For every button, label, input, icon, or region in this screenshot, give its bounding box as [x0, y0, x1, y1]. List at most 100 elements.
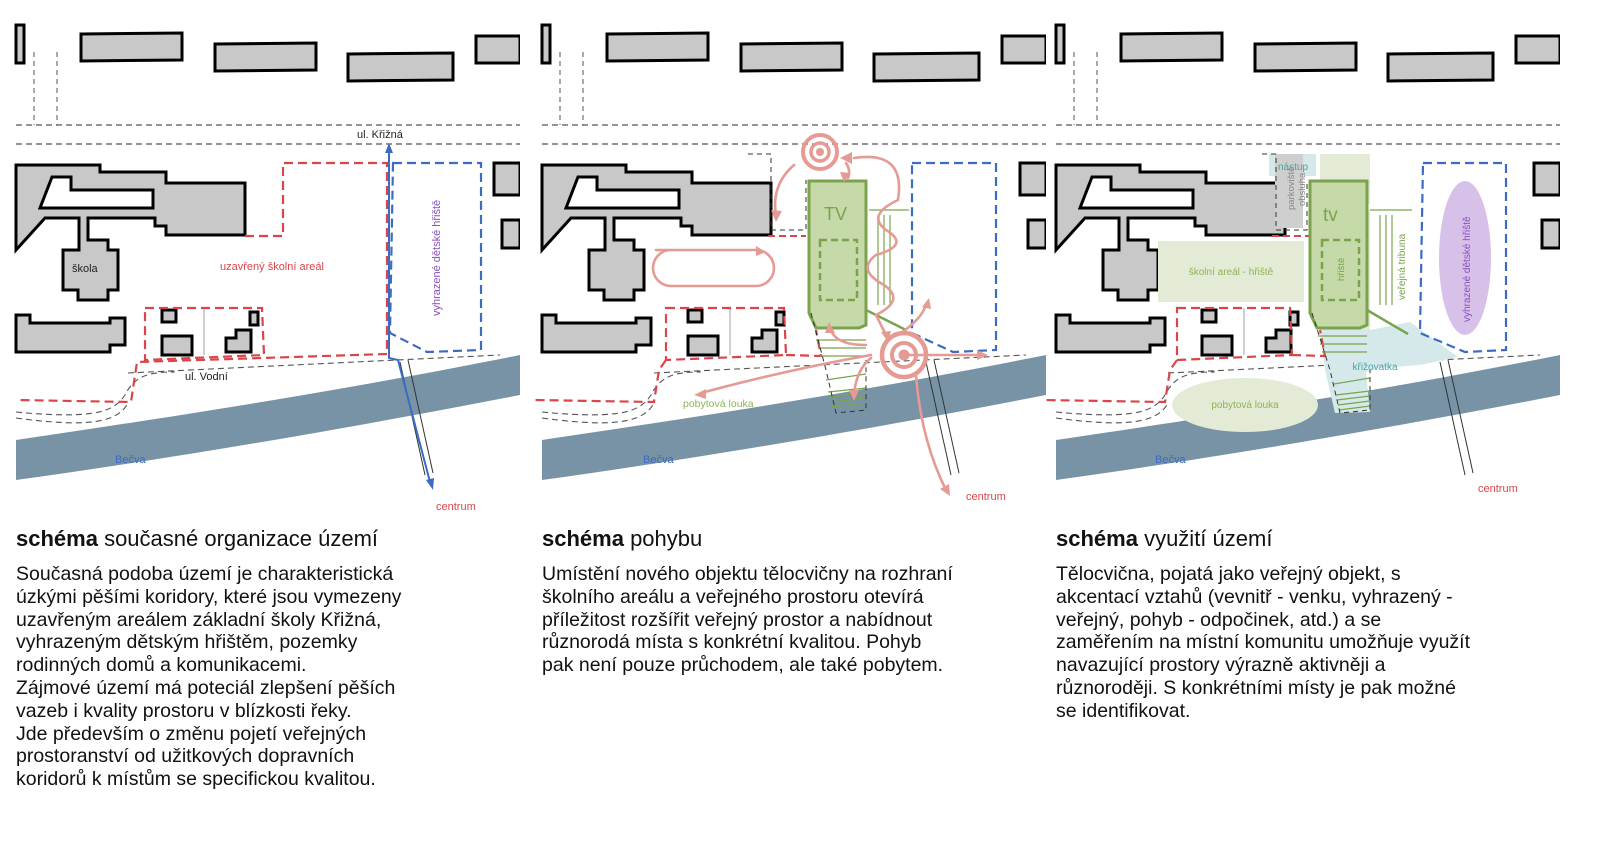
- steps-outline: [810, 312, 867, 414]
- label-river: Bečva: [115, 454, 146, 466]
- label-school: škola: [72, 263, 99, 275]
- building: [605, 31, 710, 63]
- building: [1119, 31, 1224, 63]
- building: [79, 31, 184, 63]
- lane-west: [1073, 52, 1098, 125]
- arrow-head-icon: [756, 246, 766, 256]
- label-centre: centrum: [436, 501, 476, 513]
- building: [492, 161, 520, 197]
- caption-title-bold: schéma: [16, 526, 98, 551]
- caption-body: Současná podoba území je charakteristick…: [16, 563, 402, 791]
- street-vodni-south: [15, 402, 129, 424]
- school-annex: [540, 313, 653, 354]
- building: [1386, 51, 1495, 83]
- caption-title-rest: pohybu: [623, 526, 703, 551]
- base-map: [14, 23, 520, 480]
- lane-west: [33, 52, 58, 125]
- building: [1514, 34, 1560, 65]
- house: [750, 328, 779, 354]
- family-houses-boundary: [143, 306, 266, 362]
- label-school-playground: školní areál - hřiště: [1189, 267, 1274, 278]
- arrow-head-icon: [922, 298, 931, 309]
- arrow-path: [844, 161, 851, 180]
- caption-title-bold: schéma: [1056, 526, 1138, 551]
- caption-title-rest: současné organizace území: [97, 526, 379, 551]
- panel-land-use: tv hřiště nástup parkoviště: [1040, 0, 1560, 852]
- building: [500, 218, 520, 250]
- arrow-head-icon: [694, 389, 706, 399]
- label-closed-school-area: uzavřený školní areál: [220, 261, 324, 273]
- building: [540, 23, 552, 65]
- building: [474, 34, 520, 65]
- arrow-head-icon: [771, 210, 782, 222]
- caption: schéma využití území Tělocvična, pojatá …: [1056, 525, 1546, 723]
- label-centre: centrum: [966, 491, 1006, 503]
- label-entry: nástup: [1278, 162, 1308, 173]
- street-vodni: [15, 354, 501, 416]
- arrow-head-north-icon: [385, 143, 393, 153]
- caption-title-bold: schéma: [542, 526, 624, 551]
- zone-parking: [1275, 154, 1303, 228]
- arrow-head-icon: [977, 350, 988, 360]
- street-vodni-south: [1055, 402, 1169, 424]
- house: [1264, 328, 1293, 354]
- caption-body: Umístění nového objektu tělocvičny na ro…: [542, 563, 953, 677]
- gym-building: [1308, 179, 1369, 330]
- label-crossroads: křižovatka: [1352, 362, 1397, 373]
- site-plan-svg: TV: [533, 23, 1046, 503]
- label-river: Bečva: [643, 454, 674, 466]
- house: [1200, 334, 1234, 357]
- steps-outline: [1311, 312, 1371, 414]
- arrow-head-icon: [840, 172, 851, 182]
- zone-reserved-playground: [1439, 181, 1491, 335]
- label-meadow: pobytová louka: [683, 398, 754, 410]
- lane-west: [559, 52, 584, 125]
- panel-movement: TV: [526, 0, 1046, 852]
- arrow-head-icon: [840, 152, 852, 164]
- label-meadow: pobytová louka: [1211, 400, 1279, 411]
- caption-title: schéma současné organizace území: [16, 525, 506, 553]
- street-vodni: [541, 354, 1027, 416]
- building: [1026, 218, 1046, 250]
- gym-inner-court: [818, 238, 859, 302]
- base-map: [540, 23, 1046, 480]
- arrow-path: [829, 328, 868, 347]
- house: [686, 308, 704, 324]
- building: [1054, 23, 1066, 65]
- footbridge: [925, 359, 960, 476]
- street-vodni: [1055, 354, 1541, 416]
- caption: schéma současné organizace území Současn…: [16, 525, 506, 791]
- school-inner-court: [1077, 175, 1195, 210]
- reserved-playground-boundary: [910, 161, 998, 354]
- label-reserved-playground: vyhrazené dětské hřiště: [431, 200, 443, 316]
- family-houses-boundary: [664, 306, 788, 362]
- arrow-heads: [694, 152, 988, 496]
- building: [1253, 41, 1358, 73]
- house: [774, 310, 786, 327]
- arrow-to-meadow-path: [699, 353, 873, 395]
- label-street-north: ul. Křižná: [357, 129, 404, 141]
- label-public-stand: veřejná tribuna: [1397, 233, 1408, 300]
- label-parking-line2: obsluha: [1297, 172, 1308, 206]
- site-plan-svg: tv hřiště nástup parkoviště: [1041, 23, 1560, 495]
- building: [14, 23, 26, 65]
- house: [160, 308, 178, 324]
- school-annex: [14, 313, 127, 354]
- map-current-organization: ul. Křižná ul. Vodní škola uzavřený škol…: [0, 0, 520, 520]
- label-parking-line1: parkoviště: [1286, 167, 1297, 210]
- building: [872, 51, 981, 83]
- zigzag-path: [852, 155, 901, 337]
- building: [1532, 161, 1560, 197]
- arrow-head-icon: [825, 322, 835, 333]
- building: [1540, 218, 1560, 250]
- closed-school-boundary: [15, 161, 389, 404]
- caption-title-rest: využití území: [1137, 526, 1273, 551]
- arrow-head-icon: [940, 484, 950, 496]
- house: [224, 328, 253, 354]
- label-reserved-playground: vyhrazené dětské hřiště: [1462, 216, 1473, 322]
- school-inner-court: [563, 175, 681, 210]
- node-north-target-icon: [801, 133, 839, 171]
- school-inner-court: [37, 175, 155, 210]
- arrow-centre-path: [914, 373, 948, 492]
- building: [346, 51, 455, 83]
